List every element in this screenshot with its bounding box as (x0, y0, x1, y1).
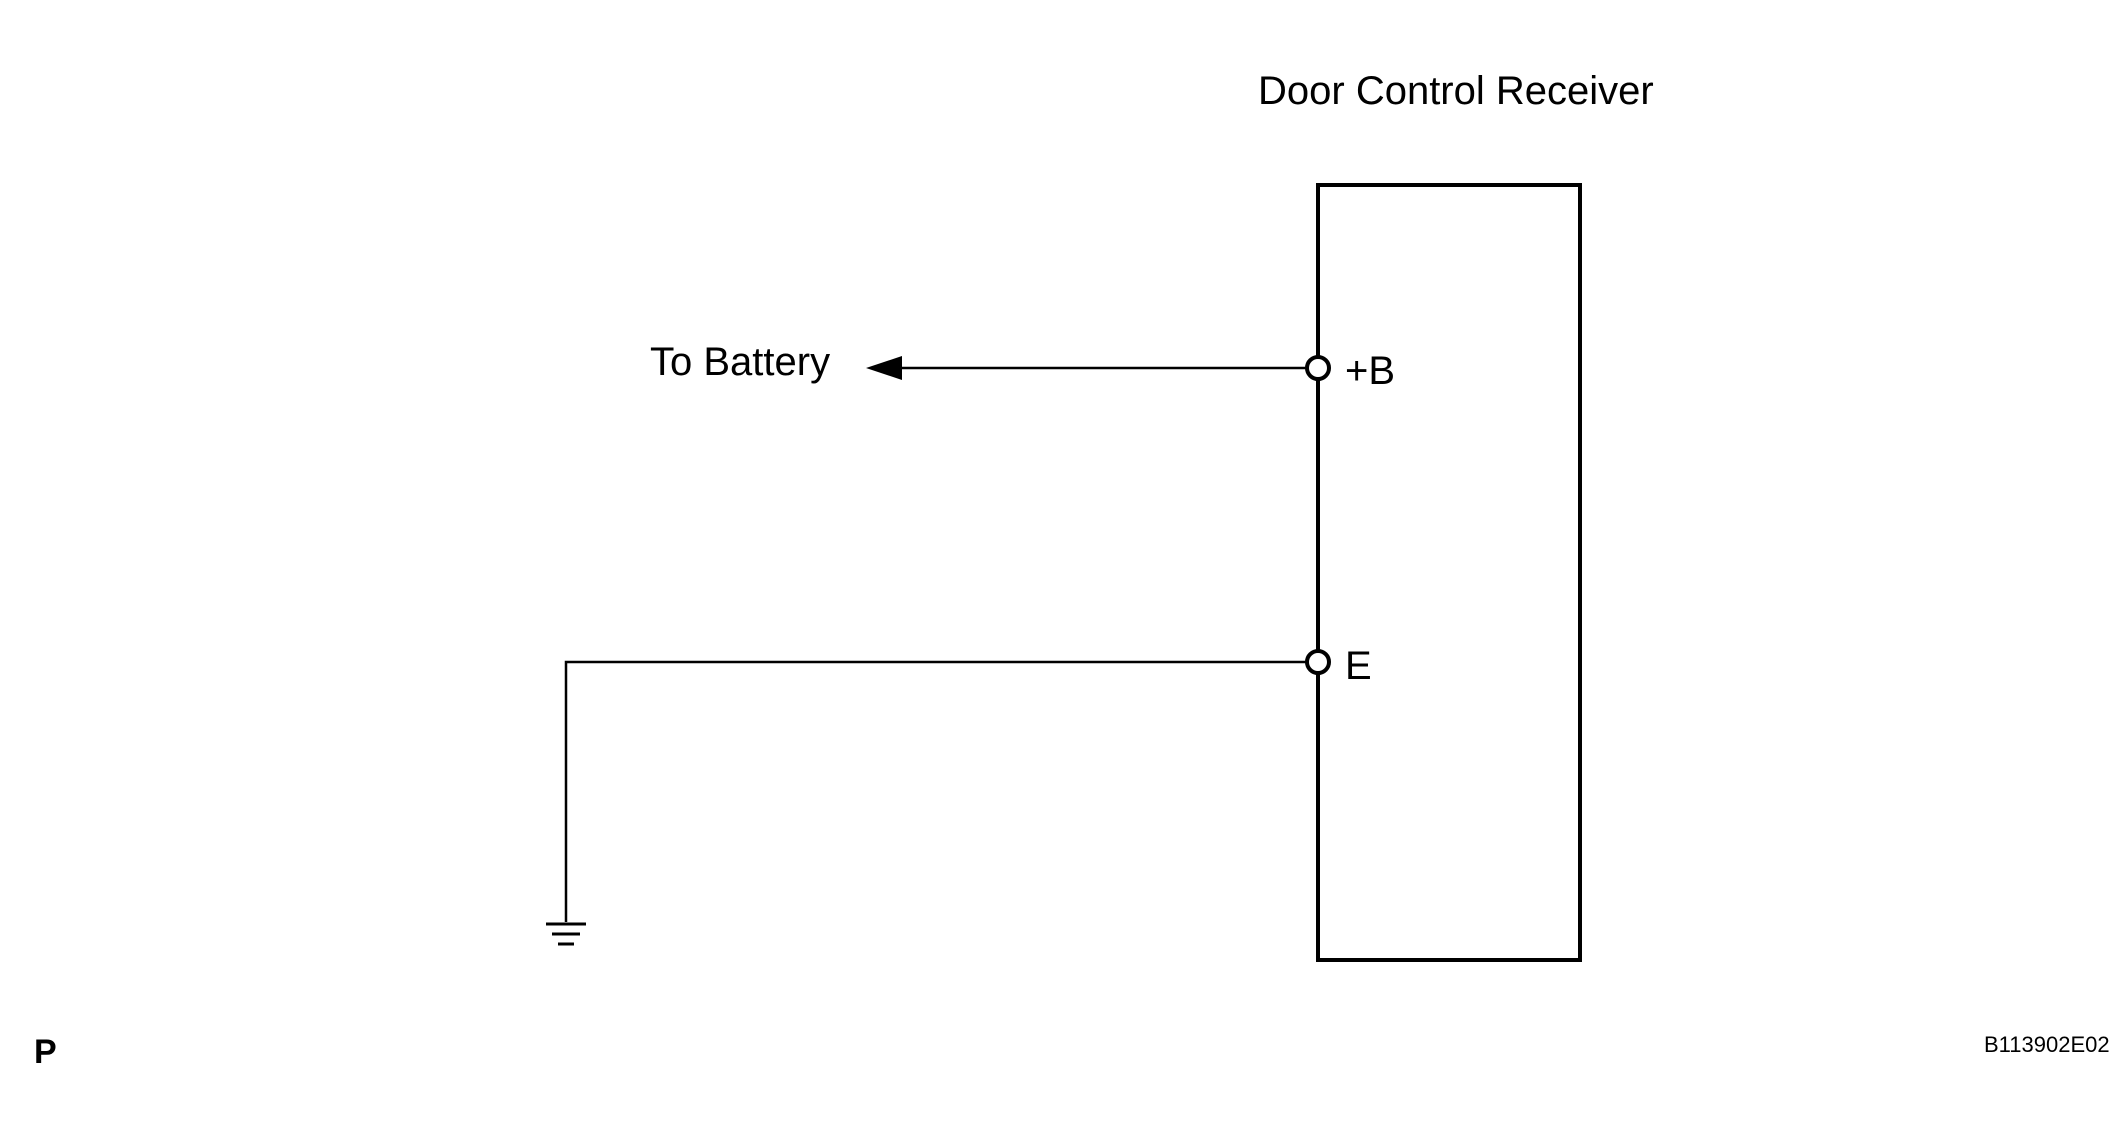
figure-code: B113902E02 (1984, 1032, 2110, 1057)
ground-wire (564, 660, 1307, 922)
terminal-circle-icon (1305, 649, 1331, 675)
to-battery-label: To Battery (650, 340, 830, 384)
corner-letter: P (34, 1033, 57, 1071)
terminal-circle-icon (1305, 355, 1331, 381)
pin-label-plus-b: +B (1345, 349, 1395, 393)
door-control-receiver-box (1316, 183, 1582, 962)
arrowhead-left-icon (866, 356, 902, 380)
ground-symbol-icon (546, 922, 586, 946)
component-title: Door Control Receiver (1258, 69, 1654, 113)
pin-label-e: E (1345, 644, 1372, 688)
